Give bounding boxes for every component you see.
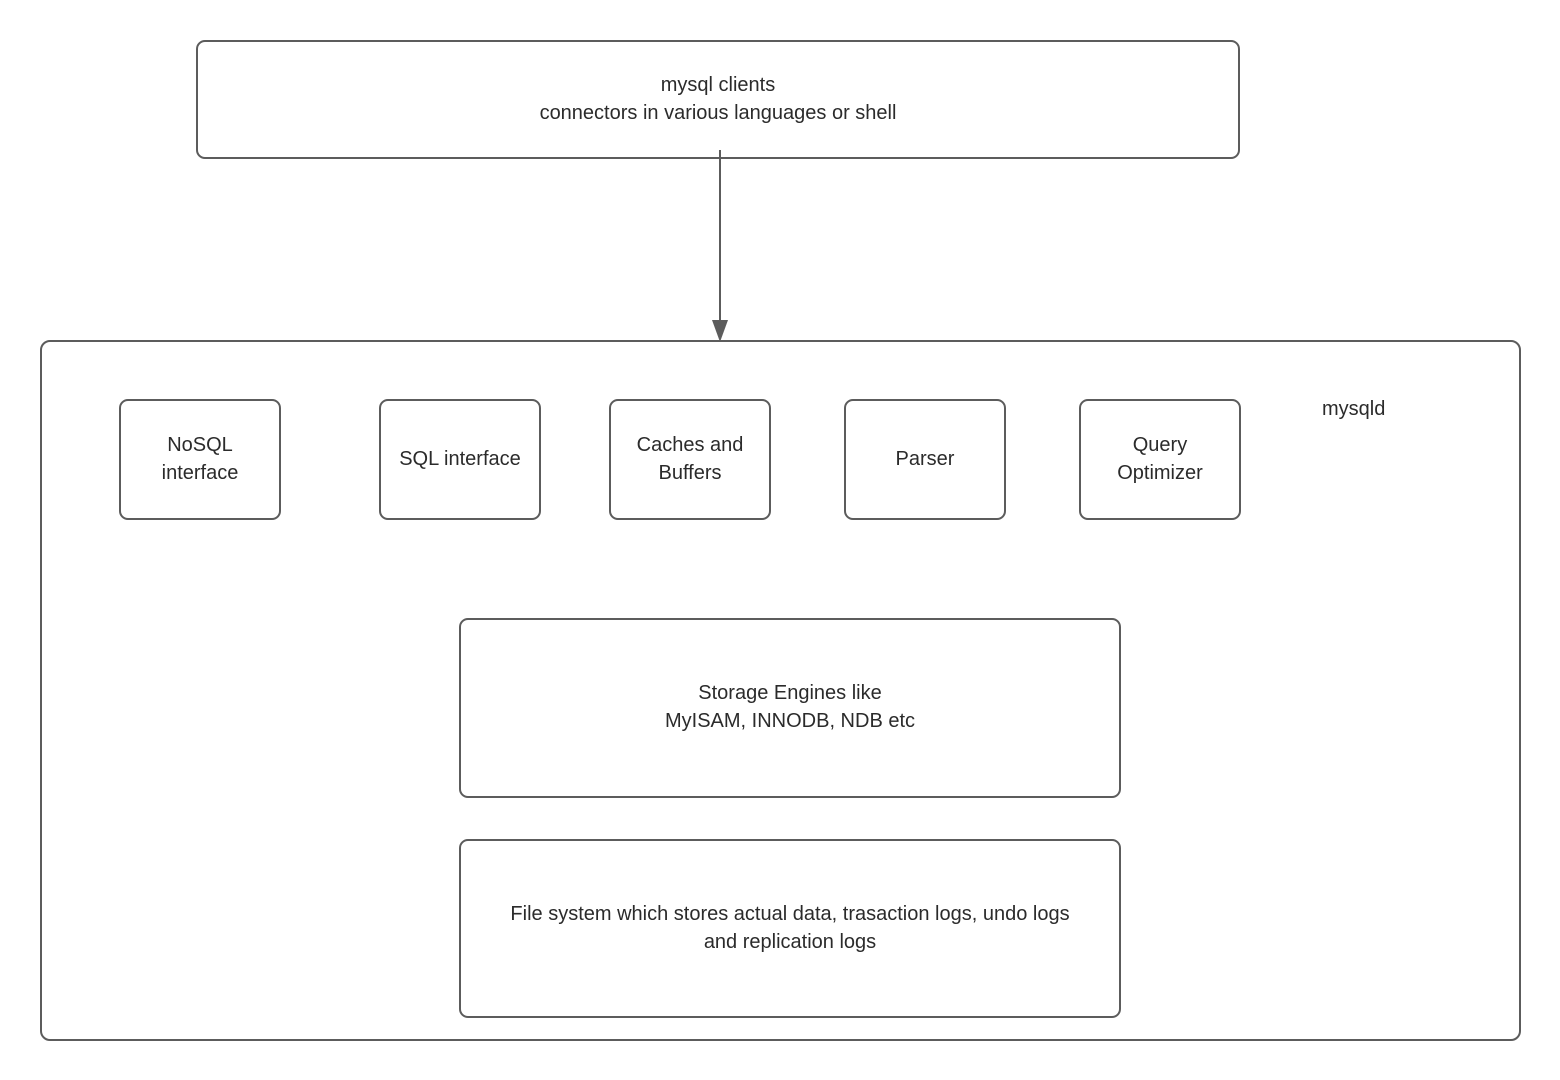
component-parser-label: Parser [895,447,955,470]
file-system-box[interactable]: File system which stores actual data, tr… [459,839,1121,1018]
component-query-optimizer[interactable]: Query Optimizer [1079,399,1241,520]
mysql-clients-label: mysql clients connectors in various lang… [539,73,897,124]
storage-engines-box[interactable]: Storage Engines like MyISAM, INNODB, NDB… [459,618,1121,798]
component-query-optimizer-label: Query Optimizer [1117,433,1203,484]
component-nosql-interface[interactable]: NoSQL interface [119,399,281,520]
mysqld-label: mysqld [1322,398,1386,420]
storage-engines-label: Storage Engines like MyISAM, INNODB, NDB… [664,682,916,732]
component-caches-and-buffers[interactable]: Caches and Buffers [609,399,771,520]
component-sql-interface[interactable]: SQL interface [379,399,541,520]
component-sql-interface-label: SQL interface [399,447,521,470]
component-nosql-interface-label: NoSQL interface [161,433,239,484]
component-parser[interactable]: Parser [844,399,1006,520]
component-caches-and-buffers-label: Caches and Buffers [636,433,744,484]
down-arrow-icon [712,150,728,342]
mysql-clients-box[interactable]: mysql clients connectors in various lang… [196,40,1240,159]
file-system-label: File system which stores actual data, tr… [510,902,1070,953]
